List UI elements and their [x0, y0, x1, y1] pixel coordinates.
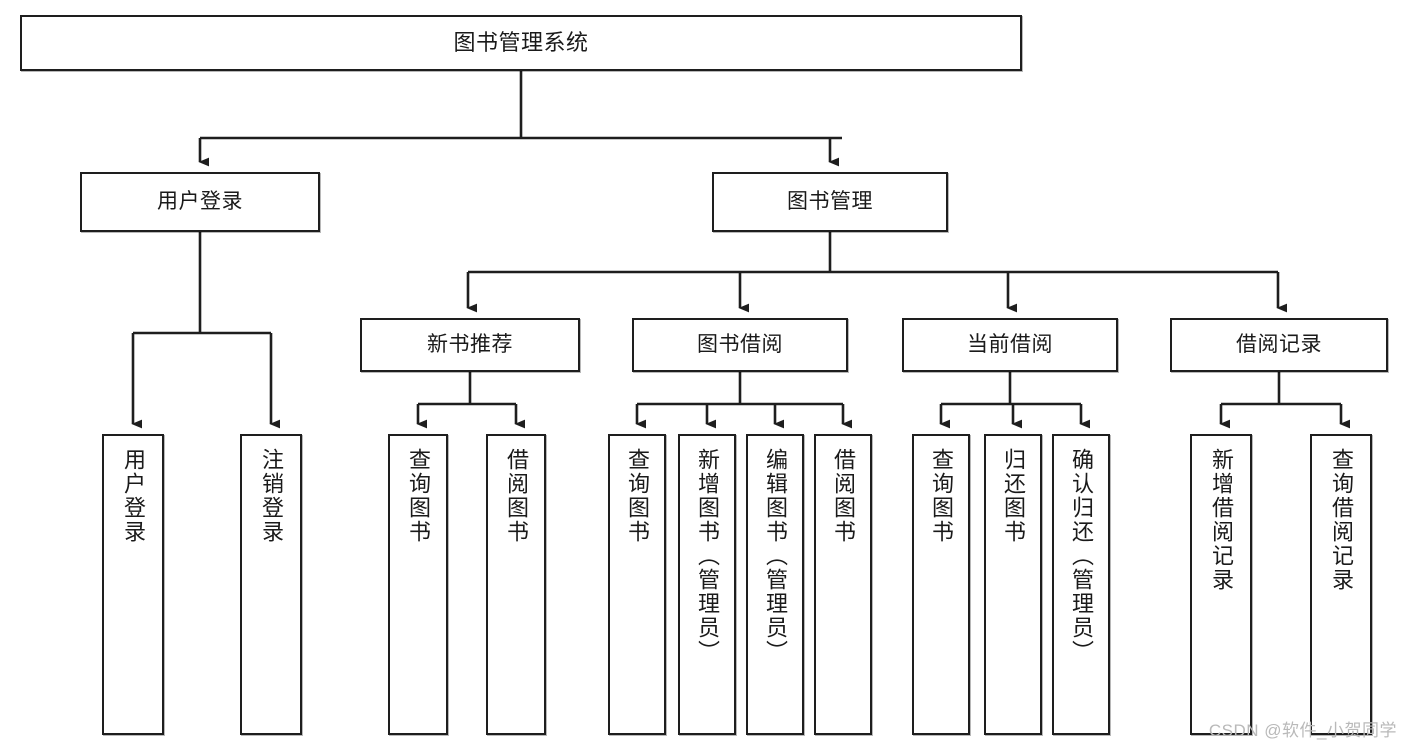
node-leaf-add-record[interactable]: 新增借阅记录	[1190, 434, 1252, 735]
node-leaf-query-record[interactable]: 查询借阅记录	[1310, 434, 1372, 735]
node-leaf-query-record-label: 查询借阅记录	[1329, 448, 1354, 592]
node-current-borrow[interactable]: 当前借阅	[902, 318, 1118, 372]
edges-borrowrecord-to-leaves	[1219, 372, 1350, 429]
node-borrow-record-label: 借阅记录	[1236, 332, 1322, 356]
node-leaf-query-book-1-label: 查询图书	[406, 448, 431, 544]
node-leaf-add-record-label: 新增借阅记录	[1209, 448, 1234, 592]
node-leaf-return-book-label: 归还图书	[1001, 448, 1026, 544]
edges-userlogin-to-leaves	[131, 232, 280, 429]
node-leaf-edit-book[interactable]: 编辑图书（管理员）	[746, 434, 804, 735]
node-leaf-confirm-return-label: 确认归还（管理员）	[1069, 448, 1094, 664]
node-leaf-query-book-2-label: 查询图书	[625, 448, 650, 544]
node-root-label: 图书管理系统	[453, 30, 589, 56]
node-book-manage[interactable]: 图书管理	[712, 172, 948, 232]
node-root[interactable]: 图书管理系统	[20, 15, 1022, 71]
node-book-borrow[interactable]: 图书借阅	[632, 318, 848, 372]
node-leaf-query-book-3[interactable]: 查询图书	[912, 434, 970, 735]
edges-root-to-level2	[198, 71, 842, 167]
node-book-borrow-label: 图书借阅	[697, 332, 783, 356]
node-borrow-record[interactable]: 借阅记录	[1170, 318, 1388, 372]
node-user-login-label: 用户登录	[157, 189, 243, 213]
node-new-book-rec-label: 新书推荐	[427, 332, 513, 356]
node-leaf-borrow-book-1[interactable]: 借阅图书	[486, 434, 546, 735]
edges-bookmanage-to-level3	[466, 232, 1287, 313]
node-leaf-add-book-label: 新增图书（管理员）	[695, 448, 720, 664]
node-leaf-user-login[interactable]: 用户登录	[102, 434, 164, 735]
node-leaf-borrow-book-2-label: 借阅图书	[831, 448, 856, 544]
node-leaf-query-book-2[interactable]: 查询图书	[608, 434, 666, 735]
node-user-login[interactable]: 用户登录	[80, 172, 320, 232]
node-leaf-logout[interactable]: 注销登录	[240, 434, 302, 735]
node-leaf-confirm-return[interactable]: 确认归还（管理员）	[1052, 434, 1110, 735]
node-leaf-edit-book-label: 编辑图书（管理员）	[763, 448, 788, 664]
node-book-manage-label: 图书管理	[787, 189, 873, 213]
edges-currentborrow-to-leaves	[939, 372, 1090, 429]
edges-bookborrow-to-leaves	[635, 372, 852, 429]
node-leaf-logout-label: 注销登录	[259, 448, 284, 544]
node-leaf-query-book-3-label: 查询图书	[929, 448, 954, 544]
edges-newbook-to-leaves	[416, 372, 525, 429]
watermark: CSDN @软件_小贺同学	[1208, 721, 1397, 740]
node-leaf-return-book[interactable]: 归还图书	[984, 434, 1042, 735]
node-leaf-borrow-book-2[interactable]: 借阅图书	[814, 434, 872, 735]
node-current-borrow-label: 当前借阅	[967, 332, 1053, 356]
node-leaf-borrow-book-1-label: 借阅图书	[504, 448, 529, 544]
node-new-book-rec[interactable]: 新书推荐	[360, 318, 580, 372]
node-leaf-query-book-1[interactable]: 查询图书	[388, 434, 448, 735]
node-leaf-user-login-label: 用户登录	[121, 448, 146, 544]
node-leaf-add-book[interactable]: 新增图书（管理员）	[678, 434, 736, 735]
